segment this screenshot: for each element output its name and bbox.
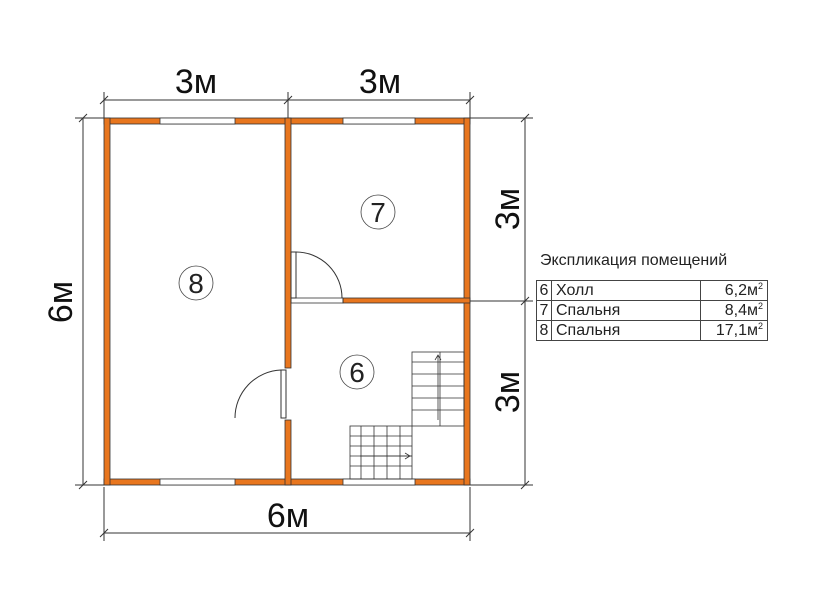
legend-table: 6 Холл 6,2м2 7 Спальня 8,4м2 8 Спальня 1… (536, 280, 768, 341)
walls (103, 117, 471, 486)
legend-row: 7 Спальня 8,4м2 (536, 300, 768, 321)
dim-right-bottom: 3м (489, 371, 527, 413)
window-bottom-right (342, 478, 416, 486)
window-bottom-left (159, 478, 236, 486)
legend-num: 6 (536, 280, 552, 301)
dim-top-left: 3м (175, 63, 217, 101)
interior-vertical-wall-upper (284, 117, 292, 369)
left-wall (103, 117, 111, 486)
dim-left: 6м (42, 281, 80, 323)
legend-title: Экспликация помещений (540, 252, 728, 269)
legend-row: 6 Холл 6,2м2 (536, 280, 768, 301)
interior-vertical-wall-lower (284, 419, 292, 486)
dimension-labels: 3м 3м 6м 6м 3м 3м (42, 63, 527, 535)
dim-bottom: 6м (267, 497, 309, 535)
legend-name: Спальня (551, 320, 701, 341)
window-top-left (159, 117, 236, 125)
room-labels: 8 7 6 (178, 194, 396, 390)
dim-right-top: 3м (489, 188, 527, 230)
legend-num: 7 (536, 300, 552, 321)
legend-name: Холл (551, 280, 701, 301)
dim-top-right: 3м (359, 63, 401, 101)
doors (234, 251, 343, 419)
legend-name: Спальня (551, 300, 701, 321)
staircase (349, 351, 465, 480)
legend-row: 8 Спальня 17,1м2 (536, 320, 768, 341)
legend-area: 6,2м2 (700, 280, 768, 301)
legend-area: 8,4м2 (700, 300, 768, 321)
room-number-8: 8 (188, 268, 204, 299)
room-number-6: 6 (349, 357, 365, 388)
interior-horizontal-wall (342, 297, 471, 304)
dimension-lines (75, 92, 533, 541)
room-number-7: 7 (370, 197, 386, 228)
legend-num: 8 (536, 320, 552, 341)
legend-area: 17,1м2 (700, 320, 768, 341)
window-top-right (342, 117, 416, 125)
windows (159, 117, 416, 486)
